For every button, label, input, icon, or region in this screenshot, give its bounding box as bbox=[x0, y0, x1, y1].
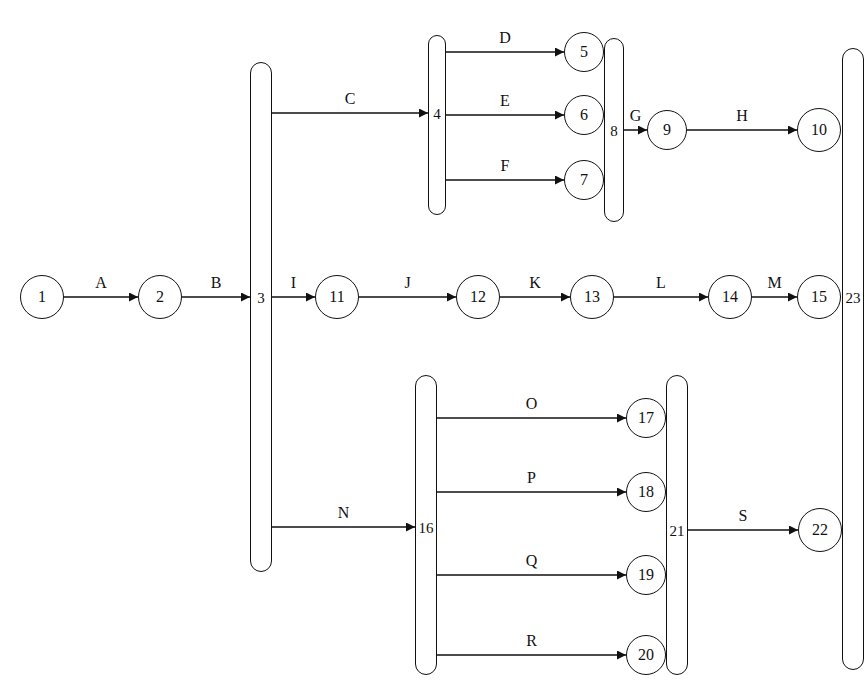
event-circle: 13 bbox=[570, 275, 614, 319]
activity-arrow bbox=[446, 114, 564, 116]
activity-label: K bbox=[527, 275, 543, 291]
activity-arrow bbox=[272, 296, 315, 298]
node-number: 3 bbox=[257, 291, 265, 306]
node-number: 23 bbox=[846, 291, 861, 306]
activity-arrow bbox=[272, 526, 415, 528]
node-number: 13 bbox=[584, 289, 600, 305]
node-number: 19 bbox=[638, 567, 654, 583]
activity-label: P bbox=[525, 470, 538, 486]
activity-label: S bbox=[737, 508, 750, 524]
event-circle: 1 bbox=[20, 275, 64, 319]
activity-arrow bbox=[614, 296, 708, 298]
activity-arrow bbox=[437, 574, 626, 576]
merge-bar: 3 bbox=[250, 62, 272, 572]
event-circle: 18 bbox=[626, 472, 666, 512]
activity-label: N bbox=[336, 505, 352, 521]
activity-label: E bbox=[498, 93, 512, 109]
node-number: 8 bbox=[610, 124, 618, 139]
activity-arrow bbox=[437, 491, 626, 493]
node-number: 18 bbox=[638, 484, 654, 500]
activity-label: I bbox=[289, 275, 298, 291]
event-circle: 17 bbox=[626, 398, 666, 438]
activity-label: B bbox=[209, 275, 224, 291]
event-circle: 9 bbox=[647, 110, 687, 150]
activity-arrow bbox=[64, 296, 138, 298]
activity-arrow bbox=[446, 51, 564, 53]
node-number: 20 bbox=[638, 647, 654, 663]
activity-arrow bbox=[182, 296, 250, 298]
activity-arrow bbox=[752, 296, 797, 298]
activity-label: L bbox=[654, 275, 668, 291]
event-circle: 22 bbox=[798, 508, 842, 552]
activity-arrow bbox=[624, 129, 647, 131]
node-number: 1 bbox=[38, 289, 46, 305]
event-circle: 2 bbox=[138, 275, 182, 319]
merge-bar: 8 bbox=[604, 38, 624, 222]
node-number: 12 bbox=[470, 289, 486, 305]
event-circle: 12 bbox=[456, 275, 500, 319]
merge-bar: 23 bbox=[842, 48, 864, 670]
node-number: 21 bbox=[670, 524, 685, 539]
activity-label: H bbox=[734, 108, 750, 124]
activity-arrow bbox=[500, 296, 570, 298]
event-circle: 19 bbox=[626, 555, 666, 595]
activity-label: D bbox=[497, 30, 513, 46]
activity-label: C bbox=[343, 91, 358, 107]
event-circle: 10 bbox=[797, 108, 841, 152]
node-number: 16 bbox=[419, 521, 434, 536]
activity-arrow bbox=[687, 129, 797, 131]
activity-label: F bbox=[499, 158, 512, 174]
activity-label: R bbox=[524, 633, 539, 649]
node-number: 11 bbox=[329, 289, 344, 305]
node-number: 6 bbox=[580, 107, 588, 123]
activity-arrow bbox=[359, 296, 456, 298]
activity-arrow bbox=[437, 654, 626, 656]
activity-label: J bbox=[402, 275, 412, 291]
event-circle: 20 bbox=[626, 635, 666, 675]
activity-label: Q bbox=[524, 553, 540, 569]
merge-bar: 4 bbox=[428, 35, 446, 215]
activity-label: O bbox=[524, 396, 540, 412]
event-circle: 7 bbox=[564, 160, 604, 200]
event-circle: 5 bbox=[564, 32, 604, 72]
activity-label: A bbox=[93, 275, 109, 291]
merge-bar: 21 bbox=[666, 375, 688, 675]
node-number: 2 bbox=[156, 289, 164, 305]
merge-bar: 16 bbox=[415, 375, 437, 675]
activity-arrow bbox=[437, 417, 626, 419]
activity-arrow bbox=[446, 179, 564, 181]
event-circle: 15 bbox=[797, 275, 841, 319]
node-number: 4 bbox=[433, 107, 441, 122]
event-circle: 11 bbox=[315, 275, 359, 319]
event-circle: 6 bbox=[564, 95, 604, 135]
node-number: 5 bbox=[580, 44, 588, 60]
activity-label: M bbox=[765, 275, 783, 291]
node-number: 9 bbox=[663, 122, 671, 138]
activity-arrow bbox=[688, 529, 798, 531]
node-number: 15 bbox=[811, 289, 827, 305]
node-number: 7 bbox=[580, 172, 588, 188]
node-number: 14 bbox=[722, 289, 738, 305]
node-number: 22 bbox=[812, 522, 828, 538]
node-number: 17 bbox=[638, 410, 654, 426]
node-number: 10 bbox=[811, 122, 827, 138]
event-circle: 14 bbox=[708, 275, 752, 319]
activity-label: G bbox=[628, 108, 644, 124]
activity-arrow bbox=[272, 112, 428, 114]
